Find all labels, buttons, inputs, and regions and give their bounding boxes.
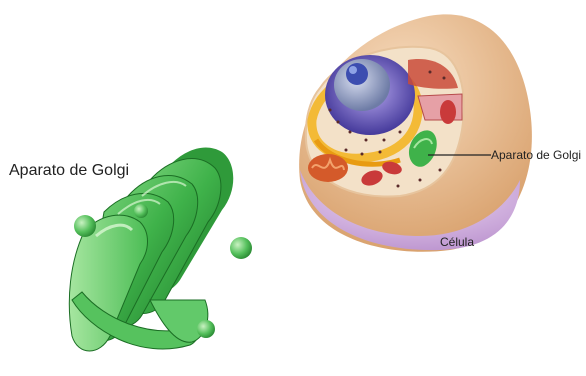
cell-label: Célula — [440, 235, 474, 249]
animal-cell — [299, 14, 532, 251]
golgi-pointer-label: Aparato de Golgi — [491, 148, 581, 162]
golgi-title-label: Aparato de Golgi — [9, 162, 129, 180]
